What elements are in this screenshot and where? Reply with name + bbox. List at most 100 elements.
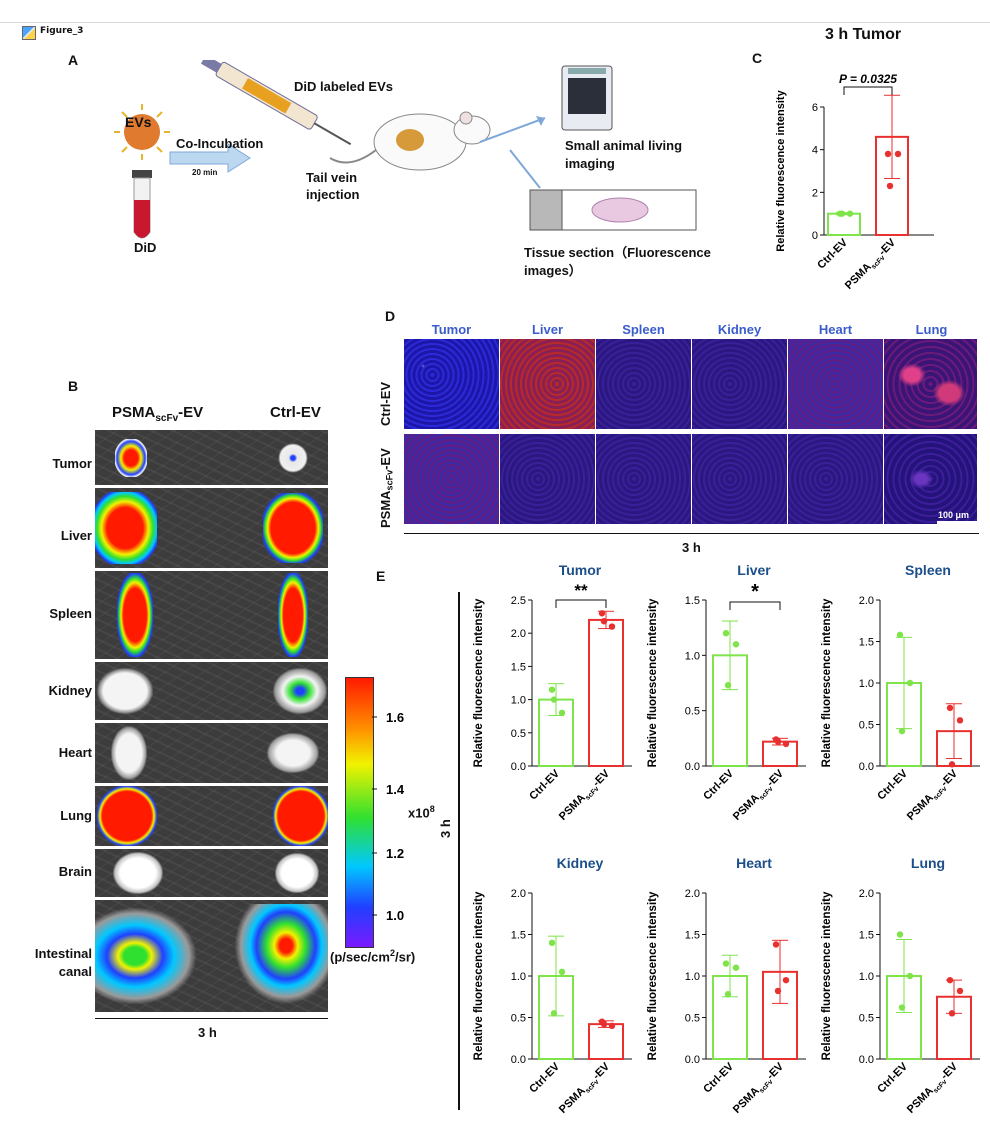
window-titlebar (0, 0, 990, 23)
panel-d-row-psma: PSMAscFv-EV (378, 448, 395, 528)
panel-e-chart: 0.00.51.01.52.0Ctrl-EVPSMAscFv-EVRelativ… (647, 888, 806, 1116)
y-tick-label: 1.0 (511, 695, 526, 707)
data-point (600, 1020, 608, 1028)
data-point (772, 941, 780, 948)
colorbar-tick-label: 1.0 (386, 908, 404, 923)
data-point (906, 972, 914, 980)
panel-b-letter: B (68, 378, 79, 394)
ctrl-tissue-tile (692, 339, 787, 429)
x-tick-label-ctrl: Ctrl-EV (527, 767, 562, 802)
tissue-column-header: Kidney (717, 322, 762, 337)
organ-image-row (95, 662, 328, 720)
panel-e-chart-title: Kidney (556, 855, 604, 871)
ctrl-organ-signal (273, 668, 327, 714)
tissue-column-header: Tumor (431, 322, 472, 337)
panel-e-chart: 0.00.51.01.52.0Ctrl-EVPSMAscFv-EVRelativ… (821, 595, 980, 824)
data-point (548, 686, 556, 693)
tissue-column-header: Spleen (622, 322, 665, 337)
intensity-colorbar (345, 677, 374, 948)
data-point (608, 1022, 616, 1029)
data-point (838, 210, 846, 217)
ctrl-organ-signal (278, 442, 308, 473)
tissue-label-2: images） (524, 263, 582, 278)
y-tick-label: 0.5 (685, 1013, 700, 1025)
data-point (886, 182, 894, 190)
panel-e-side-line (458, 592, 460, 1110)
psma-tissue-tile (692, 434, 787, 524)
x-tick-label-ctrl: Ctrl-EV (875, 767, 910, 802)
organ-image-row (95, 430, 328, 485)
data-point (558, 968, 566, 976)
colorbar-unit: (p/sec/cm2/sr) (330, 948, 416, 965)
significance-label: P = 0.0325 (839, 72, 897, 86)
data-point (722, 960, 730, 967)
ctrl-tissue-tile (596, 339, 691, 429)
x-tick-label-psma: PSMAscFv-EV (843, 236, 900, 293)
tissue-column-header: Lung (915, 322, 948, 337)
y-tick-label: 2 (812, 187, 818, 199)
y-tick-label: 0.0 (859, 761, 874, 773)
x-tick-label-psma: PSMAscFv-EV (905, 767, 962, 824)
ctrl-organ-signal (278, 573, 308, 657)
y-tick-label: 0 (812, 230, 818, 242)
y-tick-label: 1.5 (685, 930, 700, 942)
section-arrow-icon (509, 149, 541, 189)
organ-image-row (95, 723, 328, 783)
organ-label: Kidney (48, 683, 92, 698)
ev-particle-icon (114, 104, 170, 160)
panel-c-letter: C (752, 50, 763, 66)
data-point (608, 623, 616, 630)
x-tick-label-psma: PSMAscFv-EV (557, 767, 614, 824)
panel-e-chart-title: Lung (910, 855, 946, 871)
x-tick-label-psma: PSMAscFv-EV (557, 1060, 614, 1117)
y-tick-label: 2.0 (859, 888, 874, 900)
data-point (846, 210, 854, 217)
organ-label: canal (58, 964, 92, 979)
y-tick-label: 0.0 (685, 1054, 700, 1066)
did-label: DiD (134, 240, 157, 255)
ctrl-organ-signal (231, 904, 328, 1008)
significance-bracket (843, 86, 893, 95)
y-tick-label: 0.5 (859, 720, 874, 732)
y-tick-label: 4 (812, 145, 818, 157)
ctrl-organ-signal (267, 733, 319, 773)
organ-image-row (95, 571, 328, 659)
did-labeled-evs-label: DiD labeled EVs (294, 79, 393, 94)
figure-file-icon (22, 26, 36, 40)
y-axis-label: Relative fluorescence intensity (647, 891, 659, 1060)
panel-d-letter: D (385, 308, 396, 324)
panel-e-chart-title: Spleen (905, 562, 951, 578)
incubation-arrow-icon (169, 143, 251, 173)
y-axis-label: Relative fluorescence intensity (473, 598, 485, 767)
data-point (782, 740, 790, 748)
data-point (774, 738, 782, 745)
data-point (896, 931, 904, 938)
organ-label: Tumor (52, 456, 92, 471)
data-point (774, 987, 782, 995)
panel-a-schematic (114, 60, 697, 239)
data-point (948, 761, 956, 768)
psma-organ-signal (95, 492, 157, 564)
imaging-label-2: imaging (565, 156, 615, 171)
x-tick-label-ctrl: Ctrl-EV (815, 236, 850, 271)
did-tube-icon (132, 170, 152, 239)
x-tick-label-ctrl: Ctrl-EV (701, 1060, 736, 1095)
ctrl-organ-signal (263, 493, 323, 563)
data-point (600, 618, 608, 625)
data-point (550, 696, 558, 703)
tissue-column-header: Liver (531, 322, 564, 337)
organ-label: Brain (58, 864, 92, 879)
psma-tissue-tile (596, 434, 691, 524)
psma-organ-signal (97, 786, 157, 846)
panel-d-row-ctrl: Ctrl-EV (378, 381, 393, 426)
x-tick-label-ctrl: Ctrl-EV (875, 1060, 910, 1095)
data-point (946, 704, 954, 712)
organ-image-row (95, 786, 328, 846)
data-point (948, 1010, 956, 1017)
panel-b-col-ctrl: Ctrl-EV (270, 404, 321, 421)
ctrl-organ-signal (273, 786, 328, 846)
y-tick-label: 2.0 (511, 628, 526, 640)
y-tick-label: 1.5 (859, 930, 874, 942)
panel-d-footer-line (404, 533, 979, 534)
